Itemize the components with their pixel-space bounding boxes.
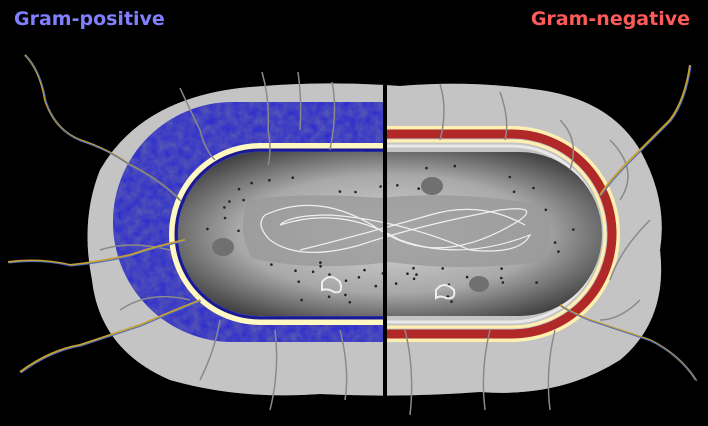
ribosome-dot bbox=[268, 178, 271, 182]
ribosome-dot bbox=[354, 190, 357, 194]
nucleoid bbox=[242, 195, 550, 267]
ribosome-dot bbox=[357, 276, 361, 279]
ribosome-dot bbox=[535, 281, 538, 284]
ribosome-dot bbox=[374, 284, 378, 288]
ribosome-dot bbox=[319, 261, 322, 264]
ribosome-dot bbox=[532, 186, 535, 190]
ribosome-dot bbox=[425, 166, 428, 170]
ribosome-dot bbox=[206, 227, 209, 231]
ribosome-dot bbox=[465, 275, 469, 279]
ribosome-dot bbox=[412, 266, 415, 270]
ribosome-dot bbox=[544, 208, 548, 212]
ribosome-dot bbox=[512, 190, 516, 194]
ribosome-dot bbox=[327, 295, 331, 299]
ribosome-dot bbox=[328, 273, 331, 276]
ribosome-dot bbox=[450, 300, 453, 303]
ribosome-dot bbox=[348, 301, 352, 304]
ribosome-dot bbox=[453, 164, 457, 168]
ribosome-dot bbox=[500, 267, 503, 270]
ribosome-dot bbox=[508, 175, 512, 179]
plasmid bbox=[435, 284, 456, 300]
ribosome-dot bbox=[572, 228, 575, 231]
ribosome-dot bbox=[311, 270, 315, 274]
ribosome-dot bbox=[291, 176, 295, 179]
ribosome-dot bbox=[344, 279, 348, 283]
ribosome-dot bbox=[446, 295, 450, 298]
ribosome-dot bbox=[344, 293, 347, 297]
ribosome-dot bbox=[237, 187, 241, 191]
gram-negative-label: Gram-negative bbox=[530, 8, 690, 30]
ribosome-dot bbox=[270, 263, 273, 266]
ribosome-dot bbox=[500, 276, 503, 280]
ribosome-dot bbox=[319, 264, 322, 268]
ribosome-dot bbox=[412, 277, 416, 281]
ribosome-dot bbox=[300, 298, 303, 302]
ribosome-dot bbox=[557, 250, 560, 253]
ribosome-dot bbox=[396, 184, 399, 187]
ribosome-dot bbox=[553, 241, 557, 244]
ribosome-dot bbox=[338, 190, 342, 193]
ribosome-dot bbox=[441, 267, 445, 270]
ribosome-dot bbox=[237, 229, 240, 233]
ribosome-dot bbox=[242, 198, 245, 202]
gram-positive-label: Gram-positive bbox=[14, 8, 165, 30]
inclusion-body bbox=[469, 276, 489, 292]
plasmid bbox=[321, 276, 343, 294]
ribosome-dot bbox=[394, 282, 398, 285]
ribosome-dot bbox=[417, 187, 421, 190]
ribosome-dot bbox=[294, 269, 297, 273]
ribosome-dot bbox=[223, 216, 227, 220]
inclusion-body bbox=[421, 177, 443, 195]
ribosome-dot bbox=[250, 181, 253, 185]
ribosome-dot bbox=[363, 268, 366, 272]
ribosome-dot bbox=[297, 280, 301, 284]
ribosome-dot bbox=[379, 185, 382, 188]
ribosome-dot bbox=[406, 272, 409, 276]
flagella bbox=[7, 54, 698, 382]
ribosome-dot bbox=[501, 281, 505, 284]
pili bbox=[99, 71, 651, 416]
ribosome-dot bbox=[415, 273, 418, 276]
ribosome-dot bbox=[228, 200, 231, 203]
ribosome-dot bbox=[223, 206, 226, 209]
inclusion-body bbox=[212, 238, 234, 256]
